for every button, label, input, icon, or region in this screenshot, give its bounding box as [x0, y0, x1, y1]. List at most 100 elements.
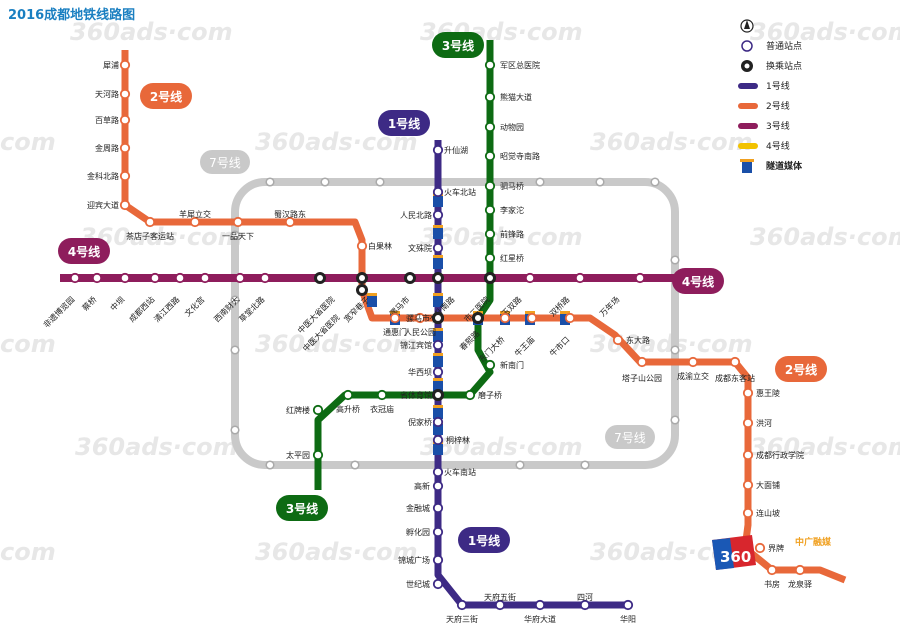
line7-station-marker[interactable]: [230, 295, 240, 305]
transfer-station-core: [435, 275, 441, 281]
station-marker[interactable]: [687, 356, 699, 368]
station-marker[interactable]: [534, 599, 546, 611]
station-marker[interactable]: [432, 526, 444, 538]
station-marker[interactable]: [484, 180, 496, 192]
station-marker[interactable]: [376, 389, 388, 401]
station-marker[interactable]: [729, 356, 741, 368]
station-marker[interactable]: [414, 312, 426, 324]
line7-station-marker[interactable]: [670, 345, 680, 355]
station-marker[interactable]: [119, 272, 131, 284]
station-marker[interactable]: [312, 404, 324, 416]
station-marker[interactable]: [432, 209, 444, 221]
station-marker[interactable]: [432, 242, 444, 254]
station-marker[interactable]: [432, 366, 444, 378]
station-marker[interactable]: [499, 312, 511, 324]
station-marker[interactable]: [312, 449, 324, 461]
line7-station-marker[interactable]: [535, 177, 545, 187]
station-marker[interactable]: [119, 59, 131, 71]
station-marker[interactable]: [149, 272, 161, 284]
station-marker[interactable]: [284, 216, 296, 228]
station-marker[interactable]: [742, 387, 754, 399]
station-marker[interactable]: [574, 272, 586, 284]
station-marker[interactable]: [234, 272, 246, 284]
station-marker[interactable]: [494, 599, 506, 611]
line7-station-marker[interactable]: [375, 177, 385, 187]
station-marker[interactable]: [524, 272, 536, 284]
tunnel-media-accent: [433, 328, 443, 331]
station-marker[interactable]: [742, 479, 754, 491]
watermark-logo: com: [0, 538, 56, 566]
station-marker[interactable]: [484, 121, 496, 133]
station-marker[interactable]: [356, 240, 368, 252]
station-marker[interactable]: [564, 312, 576, 324]
station-marker[interactable]: [432, 144, 444, 156]
station-marker[interactable]: [432, 186, 444, 198]
station-marker[interactable]: [484, 91, 496, 103]
station-label: 草堂北路: [237, 294, 267, 324]
station-marker[interactable]: [91, 272, 103, 284]
station-marker[interactable]: [174, 272, 186, 284]
station-marker[interactable]: [622, 599, 634, 611]
station-marker[interactable]: [794, 564, 806, 576]
station-marker[interactable]: [69, 272, 81, 284]
station-marker[interactable]: [456, 599, 468, 611]
station-marker[interactable]: [432, 554, 444, 566]
station-marker[interactable]: [432, 416, 444, 428]
station-marker[interactable]: [189, 216, 201, 228]
station-label: 成渝立交: [677, 371, 709, 381]
line7-station-marker[interactable]: [230, 230, 240, 240]
station-marker[interactable]: [432, 339, 444, 351]
station-marker[interactable]: [464, 389, 476, 401]
line7-station-marker[interactable]: [230, 345, 240, 355]
line7-station-marker[interactable]: [650, 177, 660, 187]
station-label: 华府大道: [524, 614, 556, 624]
line7-station-marker[interactable]: [320, 177, 330, 187]
line7-station-marker[interactable]: [265, 460, 275, 470]
station-marker[interactable]: [484, 150, 496, 162]
station-marker[interactable]: [389, 312, 401, 324]
station-marker[interactable]: [432, 502, 444, 514]
station-marker[interactable]: [634, 272, 646, 284]
station-marker[interactable]: [432, 466, 444, 478]
station-marker[interactable]: [432, 434, 444, 446]
station-marker[interactable]: [579, 599, 591, 611]
line7-station-marker[interactable]: [595, 177, 605, 187]
station-marker[interactable]: [526, 312, 538, 324]
line7-station-marker[interactable]: [230, 425, 240, 435]
station-label: 倪家桥: [408, 417, 432, 427]
station-label: 迎宾大道: [87, 200, 119, 210]
tunnel-media-marker: [367, 293, 377, 307]
station-marker[interactable]: [484, 228, 496, 240]
line7-station-marker[interactable]: [670, 255, 680, 265]
line7-station-marker[interactable]: [515, 460, 525, 470]
station-marker[interactable]: [484, 252, 496, 264]
station-marker[interactable]: [742, 449, 754, 461]
station-marker[interactable]: [342, 389, 354, 401]
station-marker[interactable]: [259, 272, 271, 284]
station-marker[interactable]: [432, 578, 444, 590]
station-marker[interactable]: [742, 507, 754, 519]
station-marker[interactable]: [199, 272, 211, 284]
station-marker[interactable]: [119, 170, 131, 182]
station-marker[interactable]: [484, 359, 496, 371]
line7-station-marker[interactable]: [265, 177, 275, 187]
station-marker[interactable]: [119, 142, 131, 154]
station-marker[interactable]: [119, 114, 131, 126]
station-marker[interactable]: [742, 417, 754, 429]
station-marker[interactable]: [484, 204, 496, 216]
station-marker[interactable]: [754, 542, 766, 554]
station-marker[interactable]: [484, 59, 496, 71]
station-marker[interactable]: [232, 216, 244, 228]
station-marker[interactable]: [119, 199, 131, 211]
line3-badge-bottom-text: 3号线: [286, 501, 318, 516]
line7-station-marker[interactable]: [670, 415, 680, 425]
station-marker[interactable]: [119, 88, 131, 100]
station-label: 高升桥: [336, 404, 360, 414]
station-marker[interactable]: [144, 216, 156, 228]
station-marker[interactable]: [432, 480, 444, 492]
station-marker[interactable]: [636, 356, 648, 368]
line7-station-marker[interactable]: [350, 460, 360, 470]
station-marker[interactable]: [766, 564, 778, 576]
line7-station-marker[interactable]: [580, 460, 590, 470]
station-marker[interactable]: [612, 334, 624, 346]
